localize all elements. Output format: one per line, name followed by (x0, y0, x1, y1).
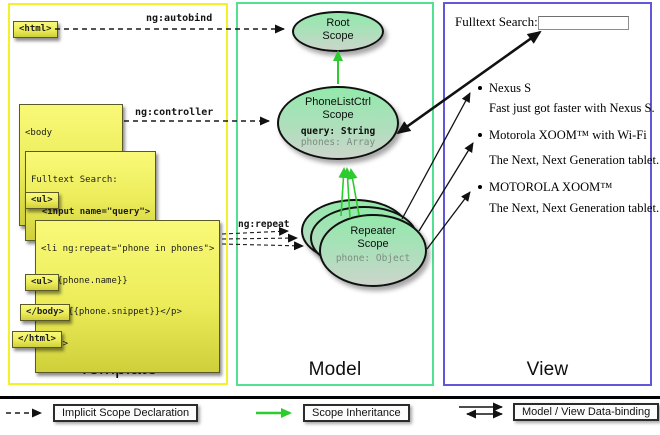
phonelistctrl-scope-ellipse: PhoneListCtrl Scope query: String phones… (277, 86, 399, 160)
root-scope-name2: Scope (322, 29, 354, 42)
bullet-icon (478, 133, 482, 137)
legend-model-view-binding: Model / View Data-binding (513, 403, 660, 421)
phone-name: MOTOROLA XOOM™ (489, 180, 613, 194)
bullet-icon (478, 185, 482, 189)
code-line: <p>{{phone.snippet}}</p> (41, 307, 182, 317)
legend-scope-inheritance: Scope Inheritance (303, 404, 410, 422)
code-line: <body (25, 128, 53, 138)
phone-name: Motorola XOOM™ with Wi-Fi (489, 128, 647, 142)
ng-repeat-label: ng:repeat (238, 219, 290, 230)
phone-snippet: The Next, Next Generation tablet. (489, 201, 660, 215)
code-ul-open-1: <ul> (25, 192, 59, 209)
root-scope-ellipse: Root Scope (292, 11, 384, 52)
code-body-close: </body> (20, 304, 70, 321)
phone-name: Nexus S (489, 81, 532, 95)
code-line: <input name="query"> (31, 206, 151, 217)
code-line: </li> (41, 339, 214, 350)
model-column: Model (236, 2, 434, 386)
code-html-close: </html> (12, 331, 62, 348)
phonelistctrl-scope-name: PhoneListCtrl (304, 96, 372, 108)
query-property: query: String (300, 126, 376, 137)
phones-property: phones: Array (300, 137, 376, 148)
phone-snippet: The Next, Next Generation tablet. (489, 153, 660, 167)
repeater-scope-name2: Scope (357, 237, 389, 250)
view-search-label: Fulltext Search: (455, 14, 538, 29)
code-li-repeat: <li ng:repeat="phone in phones"> {{phone… (35, 220, 221, 373)
root-scope-name: Root (326, 17, 350, 29)
phone-snippet: Fast just got faster with Nexus S. (489, 101, 655, 115)
view-column-title: View (526, 359, 569, 380)
code-line: Fulltext Search: (31, 175, 118, 185)
repeater-scope-name: Repeater (350, 225, 396, 237)
code-ul-open-2: <ul> (25, 274, 59, 291)
ng-controller-label: ng:controller (135, 107, 214, 118)
ng-autobind-label: ng:autobind (146, 13, 213, 24)
legend-implicit-scope: Implicit Scope Declaration (53, 404, 199, 422)
repeater-scope-ellipse: Repeater Scope phone: Object (319, 214, 427, 287)
view-search-input[interactable] (538, 16, 629, 30)
code-line: {{phone.name}} (41, 275, 128, 286)
model-column-title: Model (308, 359, 362, 380)
code-line: <li ng:repeat="phone in phones"> (41, 244, 215, 254)
code-html-open: <html> (13, 21, 58, 38)
phonelistctrl-scope-name2: Scope (322, 108, 354, 121)
phone-property: phone: Object (335, 253, 411, 264)
bullet-icon (478, 86, 482, 90)
legend-separator (0, 396, 660, 399)
